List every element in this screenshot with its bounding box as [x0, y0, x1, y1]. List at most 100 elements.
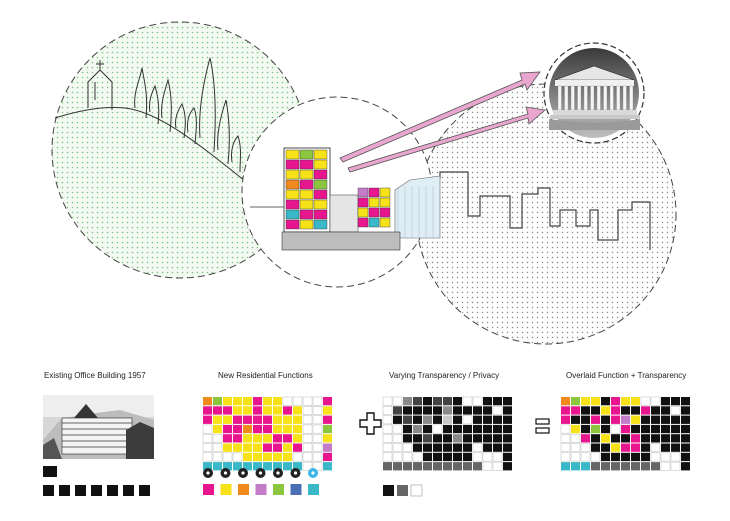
transparency-cell — [493, 453, 502, 461]
middle-block — [330, 195, 358, 232]
transparency-cell — [493, 406, 502, 414]
transparency-cell — [413, 444, 422, 452]
residential-cell — [253, 406, 262, 414]
section-unit — [369, 198, 379, 207]
overlaid-cell — [621, 434, 630, 442]
residential-cell — [323, 397, 332, 405]
transparency-cell — [483, 425, 492, 433]
residential-function-grid — [203, 397, 332, 470]
residential-cell — [213, 434, 222, 442]
residential-cell — [213, 416, 222, 424]
overlaid-cell — [651, 397, 660, 405]
overlaid-cell — [621, 462, 630, 470]
overlaid-cell — [561, 434, 570, 442]
residential-cell — [273, 397, 282, 405]
existing-square — [59, 485, 70, 496]
camera-icon-glyph — [259, 471, 262, 474]
residential-cell — [253, 425, 262, 433]
residential-cell — [293, 453, 302, 461]
transparency-cell — [413, 406, 422, 414]
residential-cell — [293, 434, 302, 442]
transparency-cell — [433, 462, 442, 470]
overlaid-cell — [641, 434, 650, 442]
section-unit — [300, 220, 313, 229]
section-unit — [286, 160, 299, 169]
transparency-cell — [473, 434, 482, 442]
transparency-cell — [393, 416, 402, 424]
transparency-cell — [443, 462, 452, 470]
transparency-cell — [383, 397, 392, 405]
section-unit — [286, 190, 299, 199]
transparency-cell — [453, 425, 462, 433]
overlaid-cell — [671, 397, 680, 405]
residential-cell — [223, 453, 232, 461]
transparency-cell — [473, 406, 482, 414]
residential-cell — [293, 425, 302, 433]
transparency-cell — [423, 425, 432, 433]
residential-cell — [253, 444, 262, 452]
overlaid-cell — [671, 462, 680, 470]
transparency-swatch — [397, 485, 408, 496]
overlaid-cell — [601, 444, 610, 452]
overlaid-cell — [681, 416, 690, 424]
overlaid-cell — [631, 416, 640, 424]
existing-square — [139, 485, 150, 496]
overlaid-cell — [591, 397, 600, 405]
residential-cell — [273, 406, 282, 414]
residential-cell — [253, 416, 262, 424]
section-unit — [300, 150, 313, 159]
caption-residential: New Residential Functions — [218, 371, 313, 380]
overlaid-cell — [641, 397, 650, 405]
overlaid-cell — [581, 406, 590, 414]
overlaid-cell — [581, 453, 590, 461]
residential-cell — [203, 397, 212, 405]
residential-cell — [233, 406, 242, 414]
overlaid-cell — [661, 444, 670, 452]
overlaid-cell — [561, 416, 570, 424]
existing-swatch-small — [43, 466, 57, 477]
parthenon-column — [617, 86, 621, 110]
section-unit — [314, 150, 327, 159]
section-unit — [358, 218, 368, 227]
residential-cell — [303, 397, 312, 405]
sparkle-icon-glyph — [311, 471, 314, 474]
section-unit — [286, 170, 299, 179]
transparency-cell — [433, 425, 442, 433]
overlaid-cell — [561, 397, 570, 405]
overlaid-cell — [591, 425, 600, 433]
parthenon-circle — [544, 43, 644, 143]
overlaid-cell — [581, 434, 590, 442]
residential-cell — [323, 462, 332, 470]
overlaid-cell — [681, 462, 690, 470]
section-unit — [314, 180, 327, 189]
transparency-cell — [433, 406, 442, 414]
residential-cell — [303, 425, 312, 433]
overlaid-cell — [651, 406, 660, 414]
overlaid-cell — [651, 444, 660, 452]
overlaid-cell — [651, 462, 660, 470]
overlaid-cell — [561, 453, 570, 461]
overlaid-cell — [581, 397, 590, 405]
residential-cell — [203, 453, 212, 461]
residential-cell — [303, 406, 312, 414]
transparency-swatch — [383, 485, 394, 496]
transparency-cell — [503, 425, 512, 433]
existing-square — [43, 485, 54, 496]
residential-cell — [283, 397, 292, 405]
residential-cell — [243, 444, 252, 452]
section-unit — [380, 188, 390, 197]
overlaid-cell — [571, 406, 580, 414]
residential-cell — [303, 434, 312, 442]
overlaid-cell — [591, 453, 600, 461]
parthenon-column — [623, 86, 627, 110]
overlaid-cell — [671, 434, 680, 442]
transparency-cell — [503, 434, 512, 442]
section-unit — [286, 150, 299, 159]
residential-cell — [293, 416, 302, 424]
section-unit — [314, 190, 327, 199]
residential-cell — [283, 462, 292, 470]
residential-cell — [203, 416, 212, 424]
overlaid-cell — [611, 425, 620, 433]
residential-cell — [223, 425, 232, 433]
residential-cell — [213, 462, 222, 470]
